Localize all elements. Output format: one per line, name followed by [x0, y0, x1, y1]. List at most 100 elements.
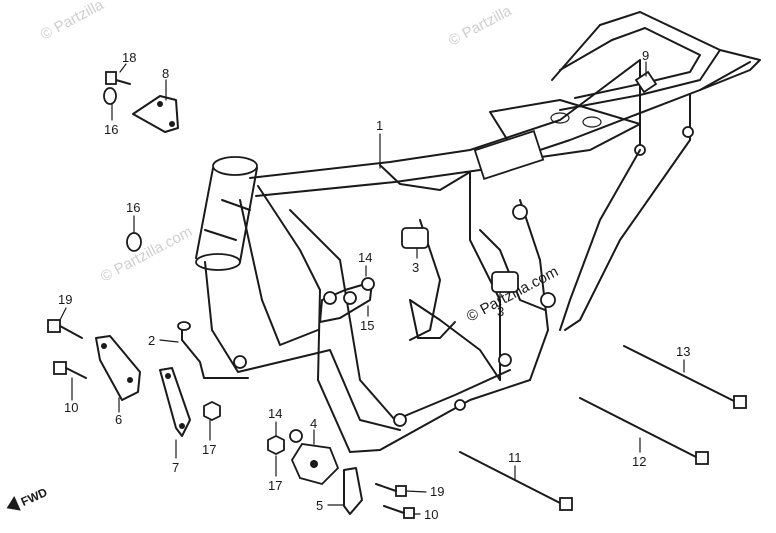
top-tube-lower: [255, 61, 751, 197]
plate-hole: [101, 343, 107, 349]
rear-stay-right: [564, 139, 691, 331]
part-11-long-bolt: [459, 451, 563, 505]
part-18-bolt: [115, 79, 131, 85]
pivot-boss-bottom: [540, 292, 556, 308]
leader-lines: [59, 61, 685, 515]
down-tube-left: [204, 261, 401, 431]
part-19-bolt-head: [47, 319, 61, 333]
bracket-hole: [169, 121, 175, 127]
part-5-bracket: [343, 467, 363, 515]
callout-12: 12: [632, 454, 646, 469]
tray-hole-1: [550, 112, 570, 124]
part-12-long-bolt: [579, 397, 699, 459]
part-16-collar-top: [103, 87, 117, 105]
plate-hole: [310, 460, 318, 468]
part-14-collar-lower: [289, 429, 303, 443]
part-17-nut-left: [203, 400, 221, 422]
main-frame: [195, 11, 761, 453]
part-15-washer: [343, 291, 357, 305]
engine-hanger-left: [409, 219, 441, 341]
fwd-arrow-icon: [6, 496, 21, 511]
part-13-long-bolt: [623, 345, 737, 403]
part-14-collar: [323, 291, 337, 305]
top-tube-upper: [249, 59, 641, 179]
fwd-arrow: FWD: [6, 485, 50, 511]
engine-mount-plate-rear: [409, 299, 501, 381]
callout-5: 5: [316, 498, 323, 513]
callout-3-right: 3: [497, 304, 504, 319]
part-19-bolt-head-lower: [395, 485, 407, 497]
rear-loop-outer: [559, 11, 721, 111]
plate-hole: [127, 377, 133, 383]
steering-head-tube: [195, 167, 258, 263]
watermark-left: © Partzilla.com: [98, 223, 195, 285]
part-3-collar-left: [401, 227, 429, 249]
callout-10-left: 10: [64, 400, 78, 415]
down-tube-right: [239, 199, 319, 346]
callout-17-lower: 17: [268, 478, 282, 493]
callout-1: 1: [376, 118, 383, 133]
rear-rail-end: [699, 49, 761, 91]
callout-18: 18: [122, 50, 136, 65]
callout-14-upper: 14: [358, 250, 372, 265]
part-2-pipe: [181, 325, 249, 379]
part-19-bolt-shaft: [59, 325, 83, 339]
callout-3-left: 3: [412, 260, 419, 275]
callout-19-lower: 19: [430, 484, 444, 499]
lower-cradle-right: [289, 209, 511, 421]
cradle-boss: [454, 399, 466, 411]
part-6-plate: [95, 335, 141, 401]
callout-16-mid: 16: [126, 200, 140, 215]
part-10-bolt-shaft: [65, 367, 87, 379]
part-16-collar-mid: [126, 232, 142, 252]
part-19-bolt-shaft-lower: [375, 483, 397, 492]
rear-loop-inner: [574, 27, 701, 99]
fwd-label: FWD: [19, 485, 50, 509]
part-13-bolt-head: [733, 395, 747, 409]
callout-14-lower: 14: [268, 406, 282, 421]
engine-mount-lower-tab: [409, 299, 456, 339]
part-18-bolt-head: [105, 71, 117, 85]
tray-hole-2: [582, 116, 602, 128]
callout-7: 7: [172, 460, 179, 475]
callout-11: 11: [508, 450, 522, 465]
part-11-bolt-head: [559, 497, 573, 511]
seat-rail-front: [551, 24, 613, 81]
rear-stay-left: [559, 149, 641, 331]
callout-6: 6: [115, 412, 122, 427]
part-3-collar-right: [491, 271, 519, 293]
part-10-bolt-head-lower: [403, 507, 415, 519]
callout-4: 4: [310, 416, 317, 431]
part-8-bracket: [132, 95, 179, 133]
battery-tray: [473, 130, 545, 180]
part-12-bolt-head: [695, 451, 709, 465]
part-7-bracket: [159, 367, 191, 437]
part-9-label-plate: [634, 70, 658, 94]
callout-2: 2: [148, 333, 155, 348]
pivot-boss-top: [512, 204, 528, 220]
front-mount-boss: [233, 355, 247, 369]
rear-vertical-left: [469, 171, 501, 381]
part-10-bolt-shaft-lower: [383, 505, 405, 514]
part-15-nut: [361, 277, 375, 291]
front-lower-boss: [393, 413, 407, 427]
lower-mount-boss: [498, 353, 512, 367]
callout-17-left: 17: [202, 442, 216, 457]
steering-head-top: [212, 156, 258, 176]
callout-8: 8: [162, 66, 169, 81]
part-17-nut-right: [267, 434, 285, 456]
watermark-top-left: © Partzilla: [38, 0, 107, 44]
callout-9: 9: [642, 48, 649, 63]
head-gusset: [204, 199, 251, 241]
steering-head-bottom: [195, 253, 241, 271]
part-10-bolt-head: [53, 361, 67, 375]
lower-cradle-left: [257, 185, 531, 453]
callout-13: 13: [676, 344, 690, 359]
callout-19-left: 19: [58, 292, 72, 307]
callout-15: 15: [360, 318, 374, 333]
watermark-top-right: © Partzilla: [446, 2, 515, 50]
top-tube-brace: [379, 164, 471, 191]
bracket-hole: [179, 423, 185, 429]
